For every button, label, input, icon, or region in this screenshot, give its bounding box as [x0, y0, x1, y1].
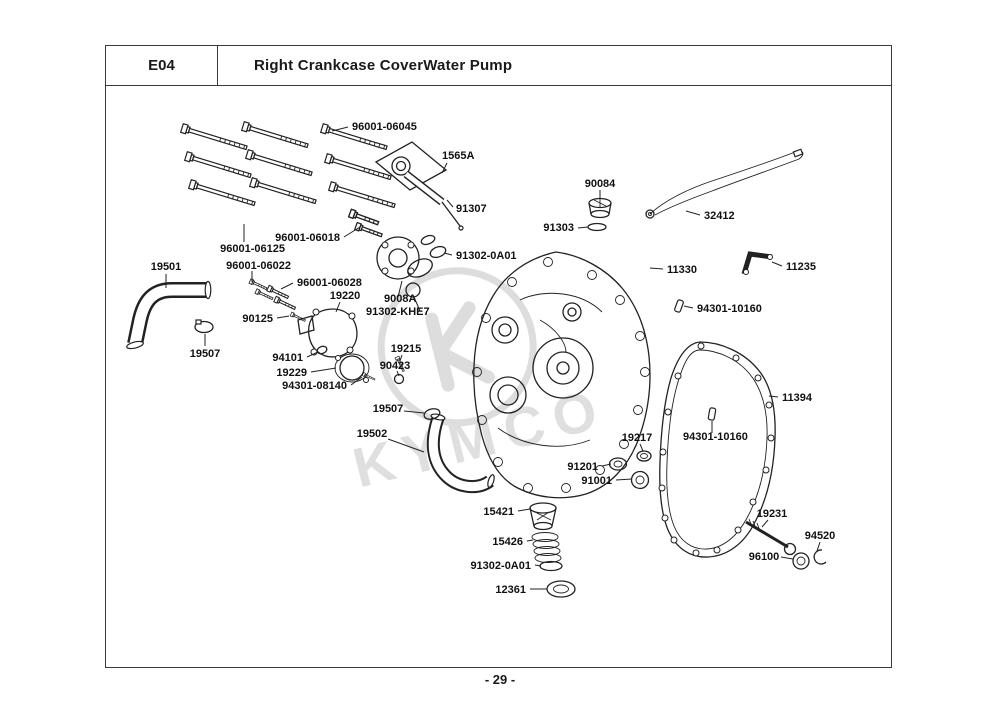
leader-line-96100	[780, 556, 794, 560]
part-label-19502: 19502	[357, 428, 388, 440]
page-number: - 29 -	[484, 672, 516, 687]
strainer-group	[529, 502, 576, 598]
part-label-94101: 94101	[272, 352, 303, 364]
part-label-19501: 19501	[151, 261, 182, 273]
header-bar: E04 Right Crankcase CoverWater Pump	[106, 46, 891, 86]
part-label-15421: 15421	[483, 506, 514, 518]
part-label-96001-06125: 96001-06125	[220, 243, 285, 255]
dowel-pins	[674, 299, 717, 421]
leader-line-11394	[768, 395, 779, 398]
page-frame: E04 Right Crankcase CoverWater Pump	[105, 45, 892, 668]
part-label-90084: 90084	[585, 178, 616, 190]
leader-line-94520	[816, 541, 821, 552]
leader-line-15421	[517, 508, 531, 512]
leader-line-19231	[761, 519, 769, 528]
water-pump-assembly	[376, 236, 433, 298]
hose-19502	[423, 408, 495, 494]
part-label-94301-10160: 94301-10160	[683, 431, 748, 443]
leader-line-32412	[685, 210, 701, 216]
part-label-91302-KHE7: 91302-KHE7	[366, 306, 430, 318]
clamp-94101	[316, 345, 328, 355]
part-label-1565A: 1565A	[442, 150, 474, 162]
part-label-91201: 91201	[567, 461, 598, 473]
part-label-96001-06028: 96001-06028	[297, 277, 362, 289]
cover-bolts-group	[180, 121, 397, 211]
leader-line-90423	[396, 370, 400, 377]
gasket-11394	[658, 341, 776, 558]
leader-line-96001-06028	[280, 282, 294, 290]
leader-line-19215	[399, 354, 403, 362]
part-label-91302-0A01: 91302-0A01	[456, 250, 517, 262]
part-label-11330: 11330	[667, 264, 697, 276]
leader-line-96001-06045	[331, 126, 349, 132]
leader-line-15426	[526, 539, 534, 542]
seal-91302-khe7	[405, 282, 421, 298]
part-label-91302-0A01: 91302-0A01	[470, 560, 531, 572]
o-ring-91303	[587, 222, 607, 232]
leader-line-91201	[601, 463, 612, 467]
leader-line-94301-08140	[350, 376, 363, 386]
part-label-90423: 90423	[380, 360, 411, 372]
leader-line-19507	[403, 410, 425, 414]
part-label-94520: 94520	[805, 530, 836, 542]
part-label-11394: 11394	[782, 392, 813, 404]
part-label-9008A: 9008A	[384, 293, 416, 305]
seals-group	[608, 450, 652, 490]
leader-line-94101	[306, 351, 319, 358]
oil-dipstick-1565a	[374, 141, 464, 259]
leader-line-96001-06018	[343, 226, 361, 238]
part-label-90125: 90125	[242, 313, 273, 325]
part-label-32412: 32412	[704, 210, 735, 222]
part-label-91303: 91303	[543, 222, 574, 234]
leader-line-91302-KHE7	[413, 296, 421, 312]
part-label-19220: 19220	[330, 290, 361, 302]
part-label-96001-06018: 96001-06018	[275, 232, 340, 244]
part-label-91307: 91307	[456, 203, 487, 215]
shaft-group	[745, 518, 827, 570]
part-label-19215: 19215	[391, 343, 422, 355]
part-label-94301-10160: 94301-10160	[697, 303, 762, 315]
leader-line-94301-10160	[683, 305, 694, 309]
hose-19501	[126, 280, 214, 350]
part-label-19217: 19217	[622, 432, 653, 444]
page-title: Right Crankcase CoverWater Pump	[254, 57, 513, 74]
parts-diagram: KYMCO	[126, 121, 836, 598]
leader-line-91303	[577, 226, 589, 229]
leader-line-19229	[310, 367, 337, 373]
section-code: E04	[106, 46, 218, 85]
tube-32412	[645, 148, 804, 219]
part-label-19231: 19231	[757, 508, 788, 520]
leader-line-91302-0A01	[534, 564, 542, 567]
part-label-94301-08140: 94301-08140	[282, 380, 347, 392]
leader-line-90125	[276, 315, 290, 319]
leader-line-11235	[771, 261, 783, 267]
crankcase-cover-11330	[472, 251, 651, 499]
part-label-19507: 19507	[373, 403, 404, 415]
part-label-19229: 19229	[276, 367, 307, 379]
leader-line-19502	[387, 438, 425, 453]
leader-line-11330	[649, 267, 664, 270]
part-label-96001-06022: 96001-06022	[226, 260, 291, 272]
part-label-19507: 19507	[190, 348, 221, 360]
part-label-91001: 91001	[581, 475, 612, 487]
pump-cover-19220	[297, 308, 358, 358]
part-label-15426: 15426	[492, 536, 523, 548]
filler-cap-90084	[587, 197, 612, 232]
valve-90423	[393, 373, 405, 385]
clamp-19507-right	[423, 408, 441, 420]
part-label-96100: 96100	[749, 551, 780, 563]
part-label-96001-06045: 96001-06045	[352, 121, 417, 133]
leader-line-1565A	[441, 162, 448, 174]
leader-line-19217	[639, 443, 644, 452]
part-label-11235: 11235	[786, 261, 816, 273]
leader-line-91302-0A01	[443, 252, 453, 256]
thermostat-cover-19229	[334, 353, 405, 385]
bracket-11235	[741, 251, 773, 275]
leader-line-9008A	[397, 280, 403, 298]
leader-line-91307	[446, 199, 454, 208]
leader-line-91001	[615, 478, 633, 481]
leader-line-19220	[335, 301, 341, 313]
part-label-12361: 12361	[495, 584, 526, 596]
clamp-19507-left	[194, 320, 214, 334]
